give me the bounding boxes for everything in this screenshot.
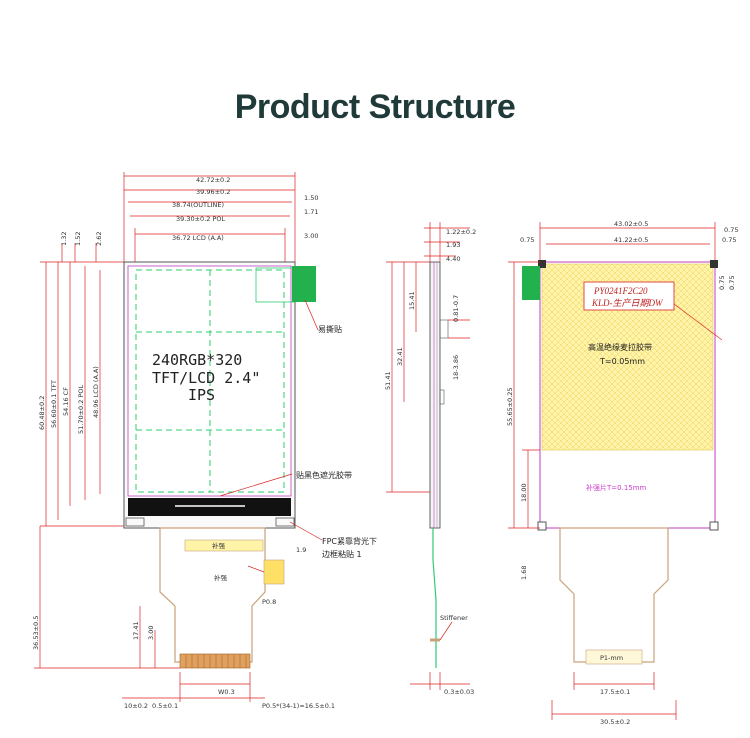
back-fpc-bottom: 17.5±0.1: [600, 688, 630, 696]
front-top-dim-1: 42.72±0.2: [196, 176, 230, 184]
front-view: 42.72±0.2 39.96±0.2 38.74(OUTLINE) 39.30…: [32, 172, 377, 710]
back-tape-text-1: 高温绝缘麦拉胶带: [588, 342, 652, 352]
side-right-dim-2: 18-3.86: [452, 355, 460, 380]
side-stiffener: Stiffener: [440, 614, 468, 622]
side-view: 1.22±0.2 1.93 4.40 15.41 32.41 51.41 0.8…: [384, 222, 476, 696]
side-bottom-dim: 0.3±0.03: [444, 688, 474, 696]
back-sticker: [522, 266, 540, 300]
front-fpc-right-dim: 1.9: [296, 546, 306, 554]
back-right-dim-1: 0.75: [718, 276, 726, 290]
easy-peel-sticker: [292, 266, 316, 302]
fpc-stiffener-text: 补强: [212, 541, 226, 550]
side-left-dim-3: 51.41: [384, 371, 392, 390]
front-top-right-dim-3: 3.00: [304, 232, 318, 240]
back-label-box: [583, 281, 675, 311]
label-fpc-note-1: FPC紧靠背光下: [322, 536, 377, 546]
screen-resolution: 240RGB*320: [152, 351, 242, 369]
side-left-dim-1: 15.41: [408, 291, 416, 310]
back-top-side-dim-2: 0.75: [722, 236, 736, 244]
page-title: Product Structure: [234, 88, 516, 126]
back-pins-label: P1-mm: [600, 654, 623, 662]
side-top-dim-1: 1.22±0.2: [446, 228, 476, 236]
front-fpc-dim-2: 17.41: [132, 621, 140, 640]
front-top-right-dim-2: 1.71: [304, 208, 318, 216]
front-bottom-dim-1: 10±0.2: [124, 702, 148, 710]
screen-ips: IPS: [188, 386, 215, 404]
front-fpc-dim-3: 3.00: [147, 626, 155, 640]
front-top-dimensions: 42.72±0.2 39.96±0.2 38.74(OUTLINE) 39.30…: [123, 172, 318, 262]
side-top-dim-3: 4.40: [446, 255, 460, 263]
side-fpc: [432, 528, 437, 668]
back-left-dim-3: 1.68: [520, 566, 528, 580]
back-total-bottom: 30.5±0.2: [600, 718, 630, 726]
front-gold-fingers: [179, 653, 251, 669]
back-fpc-text: 补强片T=0.15mm: [586, 483, 647, 492]
front-left-dim-1: 60.48±0.2: [38, 396, 46, 430]
label-fpc-note-2: 边框粘贴 1: [322, 549, 362, 559]
back-top-dim-1: 43.02±0.5: [614, 220, 648, 228]
back-view: 43.02±0.5 41.22±0.5 0.75 0.75 0.75 0.75 …: [506, 220, 738, 726]
front-fpc: [159, 527, 266, 663]
back-fpc: [559, 527, 669, 663]
label-easy-peel: 易撕贴: [318, 324, 342, 334]
side-right-dim-1: 0.81-0.7: [452, 295, 460, 322]
back-gold-fingers: [585, 649, 643, 665]
front-pitch: P0.5*(34-1)=16.5±0.1: [262, 702, 335, 710]
side-top-dim-2: 1.93: [446, 241, 460, 249]
back-left-dim-2: 18.00: [520, 483, 528, 502]
back-date: KLD-生产日期DW: [591, 298, 664, 308]
front-bottom-dim-2: 0.5±0.1: [152, 702, 178, 710]
side-left-dim-2: 32.41: [396, 347, 404, 366]
front-left-dim-3: 54.16 CF: [62, 387, 70, 416]
front-fpc-marker: P0.8: [262, 598, 276, 606]
back-top-side-dim-1: 0.75: [520, 236, 534, 244]
front-left-small-dim-2: 1.52: [74, 232, 82, 246]
front-left-small-dim-1: 1.32: [60, 232, 68, 246]
front-left-dim-4: 51.70±0.2 POL: [77, 385, 85, 434]
front-top-dim-4: 39.30±0.2 POL: [176, 215, 225, 223]
front-fpc-length: 36.53±0.5: [32, 616, 40, 650]
front-top-right-dim-1: 1.50: [304, 194, 318, 202]
front-left-dim-5: 48.96 LCD (A.A): [92, 366, 100, 418]
front-left-dimensions: 60.48±0.2 56.60±0.1 TFT 54.16 CF 51.70±0…: [38, 232, 128, 527]
back-top-right-dim: 0.75: [724, 226, 738, 234]
front-guide-lines: [135, 269, 285, 493]
label-black-tape: 贴黑色遮光胶带: [296, 470, 352, 480]
back-tape-text-2: T=0.05mm: [599, 357, 645, 366]
black-tape: [128, 498, 291, 516]
back-right-dim-2: 0.75: [728, 276, 736, 290]
front-top-dim-2: 39.96±0.2: [196, 188, 230, 196]
back-model: PY0241F2C20: [593, 286, 648, 296]
screen-type: TFT/LCD 2.4": [152, 369, 260, 387]
side-body: [429, 261, 441, 529]
front-top-dim-5: 36.72 LCD (A.A): [172, 234, 224, 242]
back-left-dim-1: 55.65±0.25: [506, 387, 514, 426]
label-stiffener: 补强: [214, 573, 228, 582]
front-bottom-dim-3: W0.3: [218, 688, 235, 696]
back-top-dim-2: 41.22±0.5: [614, 236, 648, 244]
front-left-dim-2: 56.60±0.1 TFT: [50, 380, 58, 428]
front-top-dim-3: 38.74(OUTLINE): [172, 201, 224, 209]
front-left-small-dim-3: 2.62: [95, 232, 103, 246]
